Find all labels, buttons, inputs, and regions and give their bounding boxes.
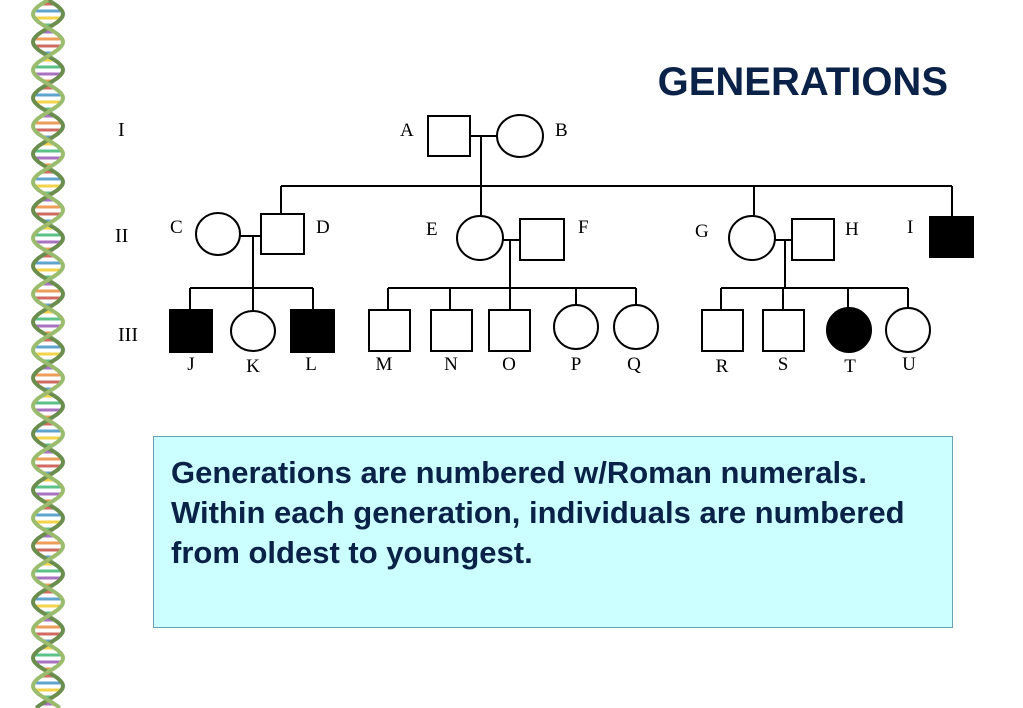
individual-c-symbol: [195, 212, 241, 256]
individual-g-label: G: [695, 221, 709, 242]
individual-t-label: T: [844, 356, 856, 377]
individual-k-symbol: [230, 310, 276, 352]
individual-n-symbol: [430, 309, 473, 352]
individual-o-symbol: [488, 309, 531, 352]
individual-l-symbol: [290, 309, 335, 353]
individual-m-symbol: [368, 309, 411, 352]
individual-l-label: L: [305, 354, 317, 375]
individual-j-label: J: [187, 354, 194, 375]
individual-u-symbol: [885, 307, 931, 353]
pedigree-chart: I II III A B C D E F G H I J: [115, 114, 974, 377]
individual-c-label: C: [170, 217, 183, 238]
individual-g-symbol: [728, 215, 776, 261]
explanation-text: Generations are numbered w/Roman numeral…: [171, 455, 905, 570]
generation-label-iii: III: [118, 324, 138, 346]
individual-a-label: A: [400, 120, 414, 141]
individual-r-symbol: [701, 309, 744, 352]
explanation-box: Generations are numbered w/Roman numeral…: [153, 436, 953, 628]
individual-d-symbol: [260, 213, 305, 255]
individual-r-label: R: [716, 356, 729, 377]
individual-p-symbol: [553, 304, 599, 350]
generation-label-i: I: [118, 119, 125, 141]
individual-p-label: P: [571, 354, 582, 375]
slide-title: GENERATIONS: [657, 60, 948, 104]
individual-h-symbol: [791, 218, 835, 261]
individual-f-label: F: [578, 217, 589, 238]
individual-t-symbol: [826, 307, 872, 353]
individual-i-label: I: [907, 217, 913, 238]
individual-b-label: B: [555, 120, 568, 141]
individual-q-symbol: [613, 304, 659, 350]
individual-f-symbol: [519, 218, 565, 261]
individual-i-symbol: [929, 216, 974, 258]
individual-h-label: H: [845, 219, 859, 240]
individual-a-symbol: [427, 115, 471, 157]
individual-s-symbol: [762, 309, 805, 352]
individual-b-symbol: [496, 114, 544, 158]
individual-s-label: S: [778, 354, 789, 375]
generation-label-ii: II: [115, 225, 128, 247]
individual-e-symbol: [456, 215, 504, 261]
dna-helix-decoration: [30, 0, 66, 708]
individual-e-label: E: [426, 219, 438, 240]
individual-u-label: U: [902, 354, 916, 375]
individual-n-label: N: [444, 354, 458, 375]
individual-j-symbol: [169, 309, 213, 353]
individual-m-label: M: [376, 354, 393, 375]
individual-o-label: O: [502, 354, 516, 375]
individual-d-label: D: [316, 217, 330, 238]
individual-q-label: Q: [627, 354, 641, 375]
individual-k-label: K: [246, 356, 260, 377]
